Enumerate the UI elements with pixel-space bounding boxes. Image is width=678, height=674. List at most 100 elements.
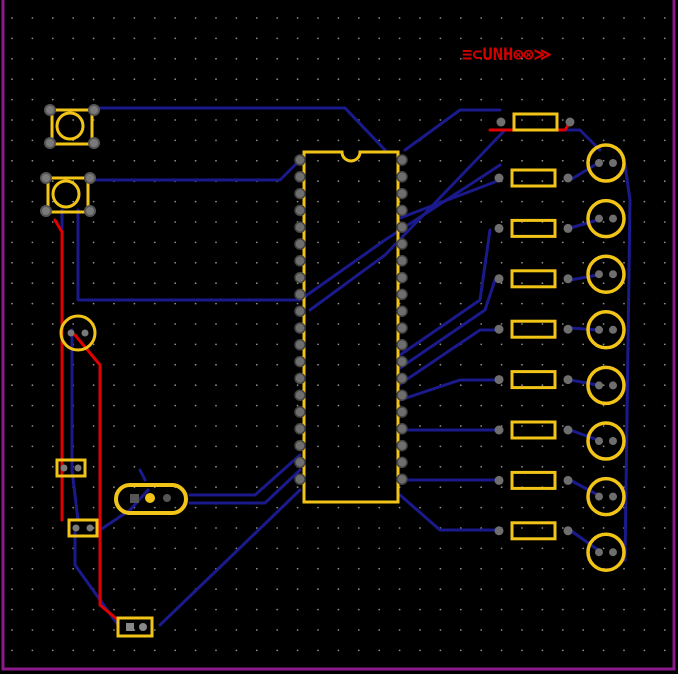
- grid-dot: [317, 608, 319, 611]
- grid-dot: [194, 17, 197, 19]
- grid-dot: [337, 98, 340, 101]
- grid-dot: [255, 200, 258, 203]
- grid-dot: [317, 37, 319, 40]
- resistor-pad: [563, 475, 573, 485]
- grid-dot: [623, 608, 625, 611]
- grid-dot: [51, 17, 54, 19]
- grid-dot: [541, 282, 544, 285]
- grid-dot: [215, 323, 217, 325]
- capacitor-radial: [59, 314, 97, 352]
- resistor-pad: [494, 526, 504, 536]
- resistor-pad: [563, 324, 573, 334]
- grid-dot: [459, 547, 462, 550]
- grid-dot: [194, 241, 197, 244]
- led-pad: [595, 325, 603, 334]
- ic-pin: [294, 423, 306, 435]
- grid-dot: [113, 465, 115, 468]
- resistor-pad: [494, 223, 504, 233]
- grid-dot: [133, 37, 136, 40]
- grid-dot: [92, 547, 95, 550]
- grid-dot: [194, 363, 197, 366]
- capacitor-radial-pad: [67, 329, 75, 337]
- grid-dot: [459, 302, 462, 305]
- grid-dot: [561, 302, 564, 305]
- grid-dot: [602, 57, 605, 60]
- grid-dot: [378, 527, 381, 529]
- grid-dot: [255, 486, 258, 489]
- grid-dot: [643, 343, 646, 346]
- grid-dot: [215, 363, 217, 366]
- grid-dot: [317, 629, 319, 631]
- grid-dot: [92, 608, 95, 611]
- grid-dot: [51, 527, 54, 529]
- led: [586, 198, 626, 239]
- grid-dot: [398, 608, 401, 611]
- grid-dot: [215, 37, 217, 40]
- ic-pin: [294, 406, 306, 418]
- grid-dot: [235, 649, 238, 652]
- grid-dot: [378, 17, 381, 19]
- grid-dot: [133, 404, 136, 407]
- grid-dot: [255, 404, 258, 407]
- grid-dot: [623, 425, 625, 427]
- grid-dot: [51, 221, 54, 223]
- grid-dot: [602, 302, 605, 305]
- grid-dot: [500, 261, 503, 264]
- grid-dot: [480, 57, 483, 60]
- resistor-pad: [494, 173, 504, 183]
- grid-dot: [255, 629, 258, 631]
- capacitor-c2-pad: [72, 524, 80, 532]
- grid-dot: [419, 200, 421, 203]
- grid-dot: [337, 425, 340, 427]
- grid-dot: [378, 404, 381, 407]
- grid-dot: [72, 302, 75, 305]
- grid-dot: [623, 465, 625, 468]
- grid-dot: [317, 445, 319, 448]
- grid-dot: [153, 98, 156, 101]
- grid-dot: [541, 363, 544, 366]
- grid-dot: [602, 465, 605, 468]
- led-pad: [609, 159, 617, 167]
- grid-dot: [317, 17, 319, 19]
- led-outline: [586, 532, 626, 572]
- grid-dot: [337, 282, 340, 285]
- grid-dot: [215, 78, 217, 81]
- grid-dot: [398, 57, 401, 60]
- grid-dot: [174, 649, 177, 652]
- grid-dot: [113, 98, 115, 101]
- grid-dot: [215, 282, 217, 285]
- grid-dot: [357, 282, 360, 285]
- grid-dot: [541, 98, 544, 101]
- ic-pin: [294, 187, 306, 200]
- grid-dot: [419, 302, 421, 305]
- grid-dot: [317, 404, 319, 407]
- grid-dot: [51, 282, 54, 285]
- grid-dot: [582, 139, 585, 142]
- grid-dot: [337, 649, 340, 652]
- ic-pin: [396, 355, 408, 368]
- grid-dot: [521, 404, 523, 407]
- resistor-pad: [494, 425, 504, 435]
- grid-dot: [623, 241, 625, 244]
- grid-dot: [663, 159, 666, 162]
- grid-dot: [582, 302, 585, 305]
- grid-dot: [255, 159, 258, 162]
- grid-dot: [521, 608, 523, 611]
- grid-dot: [357, 78, 360, 81]
- grid-dot: [439, 180, 442, 183]
- grid-dot: [153, 649, 156, 652]
- grid-dot: [378, 282, 381, 285]
- grid-dot: [337, 527, 340, 529]
- grid-dot: [235, 57, 238, 60]
- grid-dot: [174, 404, 177, 407]
- grid-dots: [11, 17, 666, 652]
- ic-pin: [396, 439, 408, 452]
- grid-dot: [276, 98, 279, 101]
- grid-dot: [521, 567, 523, 570]
- grid-dot: [663, 78, 666, 81]
- capacitor-c1-pad: [74, 464, 82, 472]
- grid-dot: [296, 37, 299, 40]
- grid-dot: [459, 567, 462, 570]
- grid-dot: [31, 159, 34, 162]
- grid-dot: [602, 506, 605, 509]
